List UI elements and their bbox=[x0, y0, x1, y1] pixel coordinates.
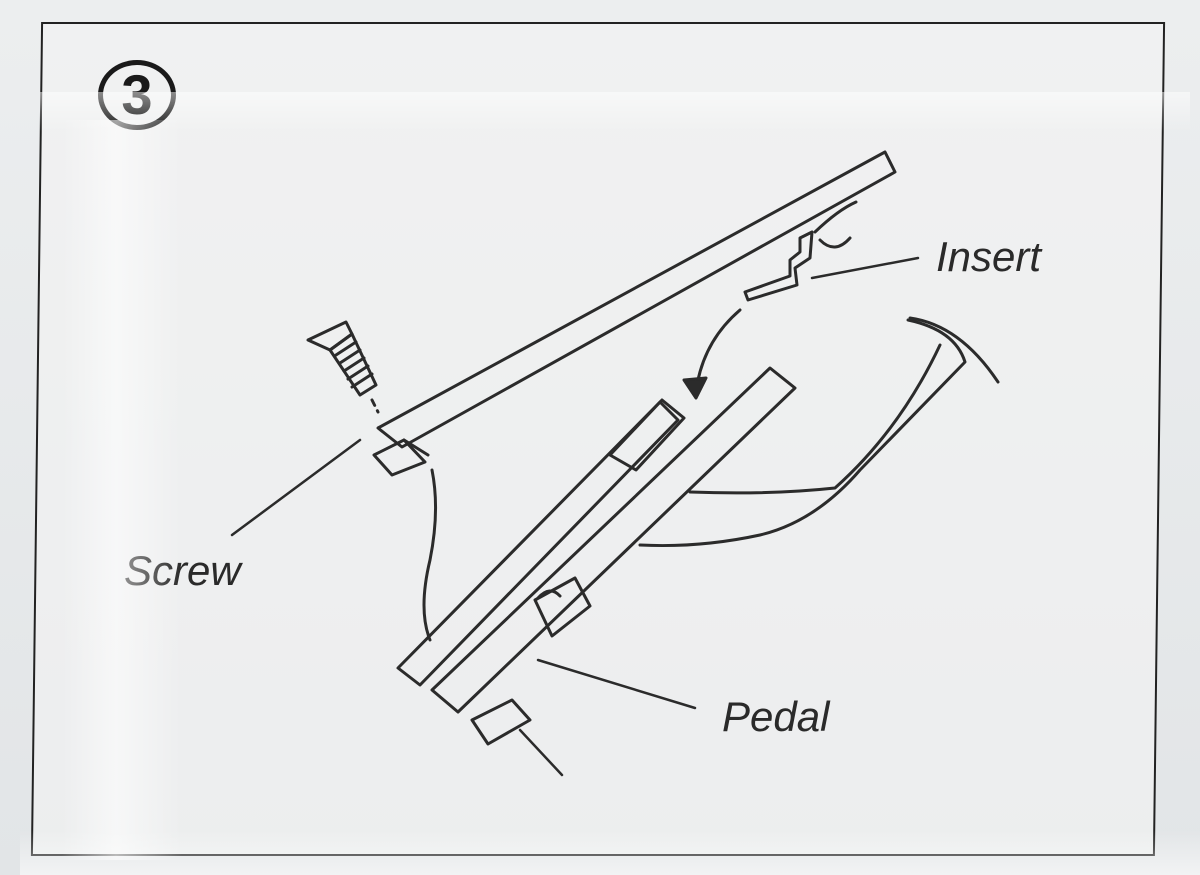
bracket bbox=[422, 316, 1000, 642]
leader-lines bbox=[230, 256, 920, 777]
insert-arrow bbox=[682, 308, 742, 400]
pedal-leader-line bbox=[536, 658, 697, 710]
bottom-screw-line bbox=[518, 728, 564, 777]
pedal-label: Pedal bbox=[722, 693, 830, 740]
pedal-bars bbox=[396, 366, 797, 746]
insert-leader-line bbox=[810, 256, 920, 280]
upper-arm bbox=[372, 150, 897, 477]
screw-label: Screw bbox=[124, 547, 241, 594]
screw-leader-line bbox=[230, 438, 362, 537]
insert-label: Insert bbox=[936, 233, 1042, 280]
insert-part bbox=[743, 200, 858, 302]
screw-part bbox=[306, 320, 380, 414]
